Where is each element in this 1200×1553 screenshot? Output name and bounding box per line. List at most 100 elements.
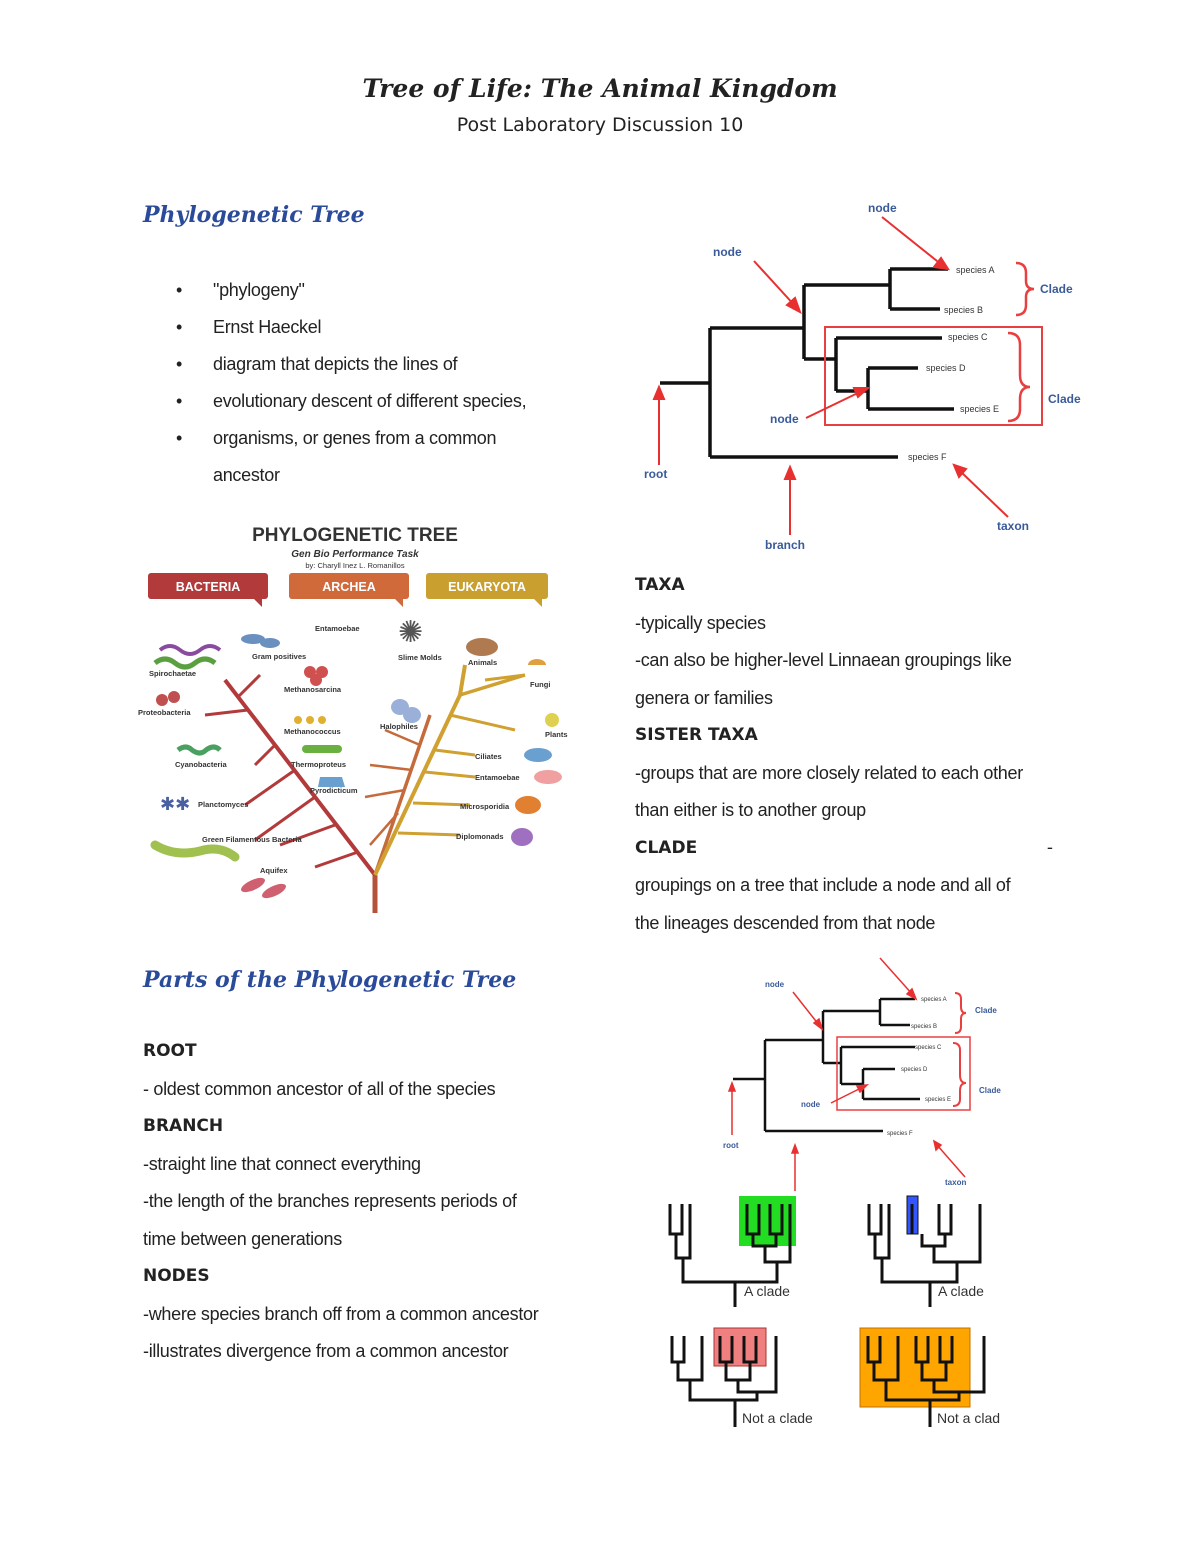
svg-text:ARCHEA: ARCHEA — [322, 580, 375, 594]
term-taxa: TAXA — [635, 575, 685, 595]
tree-title: PHYLOGENETIC TREE — [252, 525, 458, 546]
organism-label: Diplomonads — [456, 832, 504, 841]
organism-label: Animals — [468, 658, 497, 667]
node-label: node — [765, 980, 785, 989]
list-item: •evolutionary descent of different speci… — [176, 383, 576, 420]
clade-example-label: Not a clade — [937, 1410, 1000, 1426]
clade-example-2: A clade — [867, 1195, 984, 1307]
organism-label: Fungi — [530, 680, 550, 689]
organism-icon — [524, 748, 552, 762]
organism-icon — [156, 694, 168, 706]
organism-label: Methanosarcina — [284, 685, 342, 694]
node-label: node — [801, 1100, 821, 1109]
bullet-icon: • — [176, 428, 183, 448]
organism-label: Slime Molds — [398, 653, 442, 662]
bullet-list: •"phylogeny" •Ernst Haeckel •diagram tha… — [176, 272, 576, 494]
section-heading-parts: Parts of the Phylogenetic Tree — [143, 967, 517, 993]
organism-label: Pyrodicticum — [310, 786, 358, 795]
organism-label: Halophiles — [380, 722, 418, 731]
clade-label: Clade — [975, 1006, 997, 1015]
clade-examples: A clade A clade No — [668, 1195, 1000, 1427]
clade-label: Clade — [1048, 392, 1081, 406]
term-branch: BRANCH — [143, 1116, 224, 1136]
organism-label: Plants — [545, 730, 568, 739]
clade-example-label: A clade — [744, 1283, 790, 1299]
organism-label: Green Filamentous Bacteria — [202, 835, 302, 844]
clade-diagram-small: species A species B species C species D … — [723, 957, 1001, 1191]
organism-icon — [158, 644, 222, 656]
domain-banner-archea: ARCHEA — [289, 573, 409, 607]
organism-icon — [534, 770, 562, 784]
species-label: species C — [915, 1045, 942, 1051]
organism-icon — [241, 634, 265, 644]
species-label: species E — [925, 1097, 951, 1103]
bullet-icon: • — [176, 280, 183, 300]
node-label: node — [713, 245, 742, 259]
list-item: •Ernst Haeckel — [176, 309, 576, 346]
organism-icon — [294, 716, 302, 724]
organism-label: Methanococcus — [284, 727, 341, 736]
domain-banner-bacteria: BACTERIA — [148, 573, 268, 607]
svg-text:EUKARYOTA: EUKARYOTA — [448, 580, 526, 594]
organism-icon — [302, 745, 342, 753]
organism-label: Entamoebae — [315, 624, 360, 633]
clade-example-1: A clade — [668, 1196, 796, 1307]
species-label: species D — [901, 1067, 928, 1073]
organism-label: Cyanobacteria — [175, 760, 228, 769]
species-label: species B — [944, 305, 983, 315]
svg-text:BACTERIA: BACTERIA — [176, 580, 241, 594]
taxon-label: taxon — [997, 519, 1029, 533]
bullet-icon: • — [176, 354, 183, 374]
clade-example-4: Not a clade — [859, 1327, 1000, 1427]
term-clade: CLADE - — [635, 837, 1053, 858]
root-label: root — [644, 467, 667, 481]
organism-label: Gram positives — [252, 652, 306, 661]
organism-icon — [515, 796, 541, 814]
taxon-label: taxon — [945, 1178, 966, 1187]
organism-label: Microsporidia — [460, 802, 510, 811]
list-item: •organisms, or genes from a common — [176, 420, 576, 457]
organism-icon: ✺ — [398, 616, 423, 649]
organism-label: Proteobacteria — [138, 708, 191, 717]
clade-example-3: Not a clade — [670, 1327, 813, 1427]
organism-label: Entamoebae — [475, 773, 520, 782]
organism-icon — [153, 656, 217, 670]
list-item: •"phylogeny" — [176, 272, 576, 309]
definitions-block: TAXA -typically species -can also be hig… — [635, 567, 1075, 942]
organism-label: Thermoproteus — [291, 760, 346, 769]
clade-bracket — [1007, 331, 1031, 423]
organism-icon — [528, 659, 546, 665]
clade-box — [824, 326, 1043, 426]
tree-subtitle: Gen Bio Performance Task — [291, 549, 419, 560]
clade-diagram-large: species A species B species C species D … — [644, 201, 1081, 552]
organism-icon — [545, 713, 559, 727]
organism-icon — [511, 828, 533, 846]
clade-example-label: A clade — [938, 1283, 984, 1299]
root-label: root — [723, 1141, 739, 1150]
organism-icon — [150, 840, 240, 862]
page-title: Tree of Life: The Animal Kingdom — [362, 74, 838, 103]
species-label: species D — [926, 363, 966, 373]
domain-banner-eukaryota: EUKARYOTA — [426, 573, 548, 607]
list-item-continuation: ancestor — [213, 465, 280, 485]
parts-list: ROOT - oldest common ancestor of all of … — [143, 1033, 583, 1371]
node-label: node — [868, 201, 897, 215]
list-item: •diagram that depicts the lines of — [176, 346, 576, 383]
species-label: species E — [960, 404, 999, 414]
organism-label: Aquifex — [260, 866, 288, 875]
clade-example-label: Not a clade — [742, 1410, 813, 1426]
organism-label: Ciliates — [475, 752, 502, 761]
term-nodes: NODES — [143, 1266, 210, 1286]
bullet-icon: • — [176, 317, 183, 337]
organism-label: Spirochaetae — [149, 669, 196, 678]
organism-icon — [176, 744, 222, 756]
species-label: species C — [948, 332, 988, 342]
bullet-icon: • — [176, 391, 183, 411]
node-label: node — [770, 412, 799, 426]
organism-icon — [241, 877, 265, 893]
organism-label: Planctomyces — [198, 800, 248, 809]
term-root: ROOT — [143, 1041, 197, 1061]
clade-bracket — [1015, 261, 1035, 317]
section-heading-phylogenetic-tree: Phylogenetic Tree — [143, 202, 365, 228]
species-label: species F — [887, 1131, 913, 1137]
